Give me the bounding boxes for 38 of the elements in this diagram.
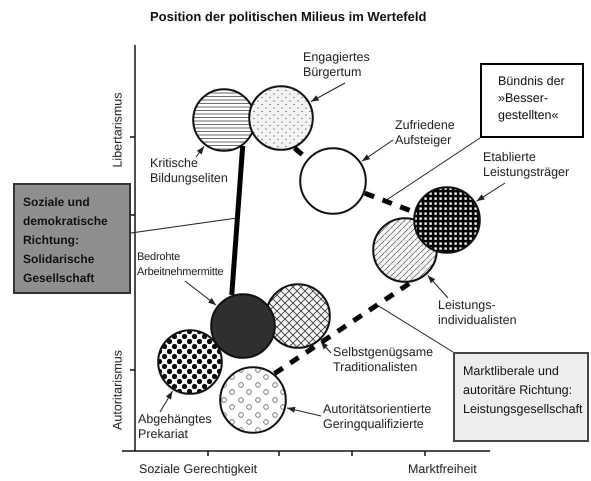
milieu-label: Zufriedene Aufsteiger (395, 118, 467, 148)
milieu-label: Abgehängtes Prekariat (138, 412, 214, 442)
milieu-label: Engagiertes Bürgertum (303, 50, 385, 80)
arrow (196, 146, 205, 158)
axis-label: Autoritarismus (110, 350, 126, 430)
connector-line (273, 280, 412, 376)
milieu-label: Leistungs- individualisten (438, 298, 530, 328)
arrow (320, 340, 332, 354)
diagram-title: Position der politischen Milieus im Wertefeld (150, 8, 426, 26)
axis-label: Soziale Gerechtigkeit (139, 461, 258, 478)
leader-line (130, 218, 238, 234)
milieu-circle (413, 186, 481, 254)
milieu-circle (219, 366, 287, 434)
leader-line (376, 304, 454, 352)
milieu-circle (157, 329, 223, 395)
milieu-circle (265, 283, 331, 349)
milieu-circle (210, 293, 276, 359)
axis-label: Marktfreiheit (408, 461, 477, 478)
callout-box: Bündnis der »Besser- gestellten« (480, 63, 584, 138)
leader-line (384, 138, 480, 202)
arrow (427, 274, 448, 298)
milieu-circle (248, 85, 314, 151)
callout-box: Marktliberale und autoritäre Richtung: Leistungsgesellschaft (453, 352, 589, 442)
milieu-label: Bedrohte Arbeitnehmermitte (137, 250, 230, 280)
arrow (476, 182, 506, 202)
arrow (310, 82, 346, 102)
milieu-label: Selbstgenügsame Traditionalisten (333, 345, 441, 375)
axis-label: Libertarismus (110, 92, 126, 168)
milieu-label: Etablierte Leistungsträger (483, 150, 587, 180)
arrow (160, 390, 173, 412)
milieu-label: Kritische Bildungseliten (150, 156, 238, 186)
milieu-circle (299, 147, 367, 215)
connector-line (229, 146, 246, 296)
arrow (361, 140, 394, 162)
arrow (286, 406, 322, 416)
milieu-label: Autoritätsorientierte Geringqualifizierte (323, 402, 443, 432)
callout-box: Soziale und demokratische Richtung: Solidarische Gesellschaft (13, 183, 131, 294)
arrow (184, 280, 217, 306)
